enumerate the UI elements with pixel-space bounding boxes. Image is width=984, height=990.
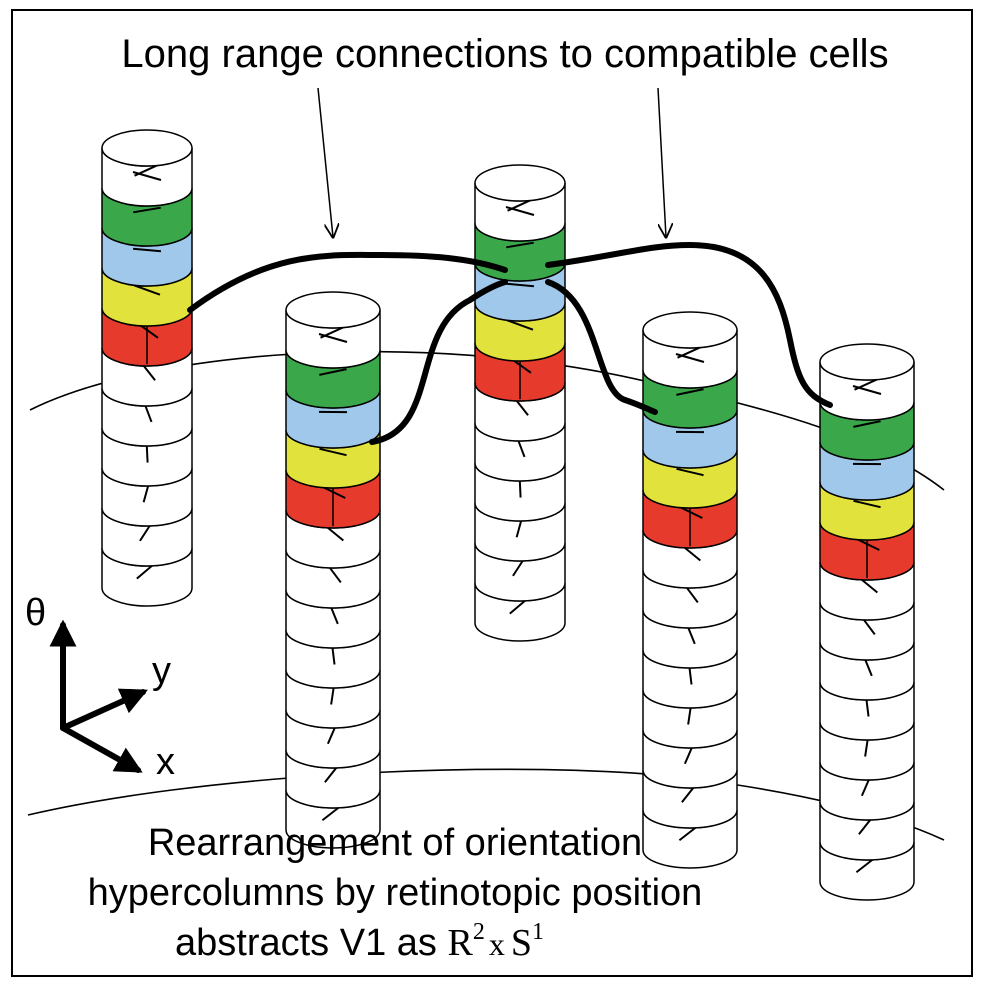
hypercolumn-1 (101, 129, 193, 607)
long-range-connections (187, 241, 833, 445)
orientation-tick (319, 447, 347, 457)
x-axis-label: x (156, 741, 175, 783)
title: Long range connections to compatible cel… (121, 32, 888, 76)
hypercolumn-5 (819, 343, 915, 901)
math-r-exponent: 2 (473, 919, 485, 945)
math-r: R (447, 922, 473, 964)
orientation-hypercolumns (101, 129, 915, 901)
orientation-tick (852, 385, 882, 395)
connection-col3-to-col5 (545, 241, 833, 408)
orientation-tick (318, 333, 348, 343)
theta-axis-label: θ (25, 592, 46, 634)
connection-col1-to-col3 (187, 251, 508, 313)
pointer-arrow-left (317, 87, 333, 237)
orientation-tick (319, 368, 347, 376)
orientation-tick (133, 284, 161, 296)
connection-col3-to-col4 (545, 279, 658, 415)
caption-line-2: hypercolumns by retinotopic position (88, 872, 703, 914)
column-top-cap (819, 343, 915, 381)
orientation-tick (853, 420, 881, 428)
y-axis-label: y (152, 650, 171, 692)
column-top-cap (474, 164, 566, 202)
x-axis-arrow (60, 725, 143, 773)
caption-line-1: Rearrangement of orientation (148, 822, 642, 864)
column-top-cap (285, 291, 381, 329)
orientation-tick (676, 467, 704, 477)
coordinate-axes (49, 619, 148, 773)
column-top-cap (101, 129, 193, 167)
connection-col2-to-col3 (369, 279, 508, 445)
orientation-tick (675, 353, 705, 363)
orientation-tick (853, 499, 881, 509)
hypercolumn-3 (474, 164, 566, 642)
orientation-tick (676, 388, 704, 396)
orientation-tick (506, 319, 534, 331)
orientation-tick (132, 247, 162, 253)
orientation-tick (505, 282, 535, 288)
orientation-tick (133, 206, 161, 214)
math-cross: x (489, 926, 505, 962)
column-top-cap (642, 311, 738, 349)
hypercolumn-4 (642, 311, 738, 869)
math-s-exponent: 1 (532, 919, 544, 945)
math-s: S (511, 922, 532, 964)
caption-line-3-prefix: abstracts V1 as (175, 922, 447, 964)
orientation-tick (132, 171, 162, 181)
orientation-tick (506, 241, 534, 249)
hypercolumn-2 (285, 291, 381, 849)
pointer-arrow-right (657, 87, 666, 237)
orientation-tick (505, 206, 535, 216)
y-axis-arrow (60, 688, 148, 731)
